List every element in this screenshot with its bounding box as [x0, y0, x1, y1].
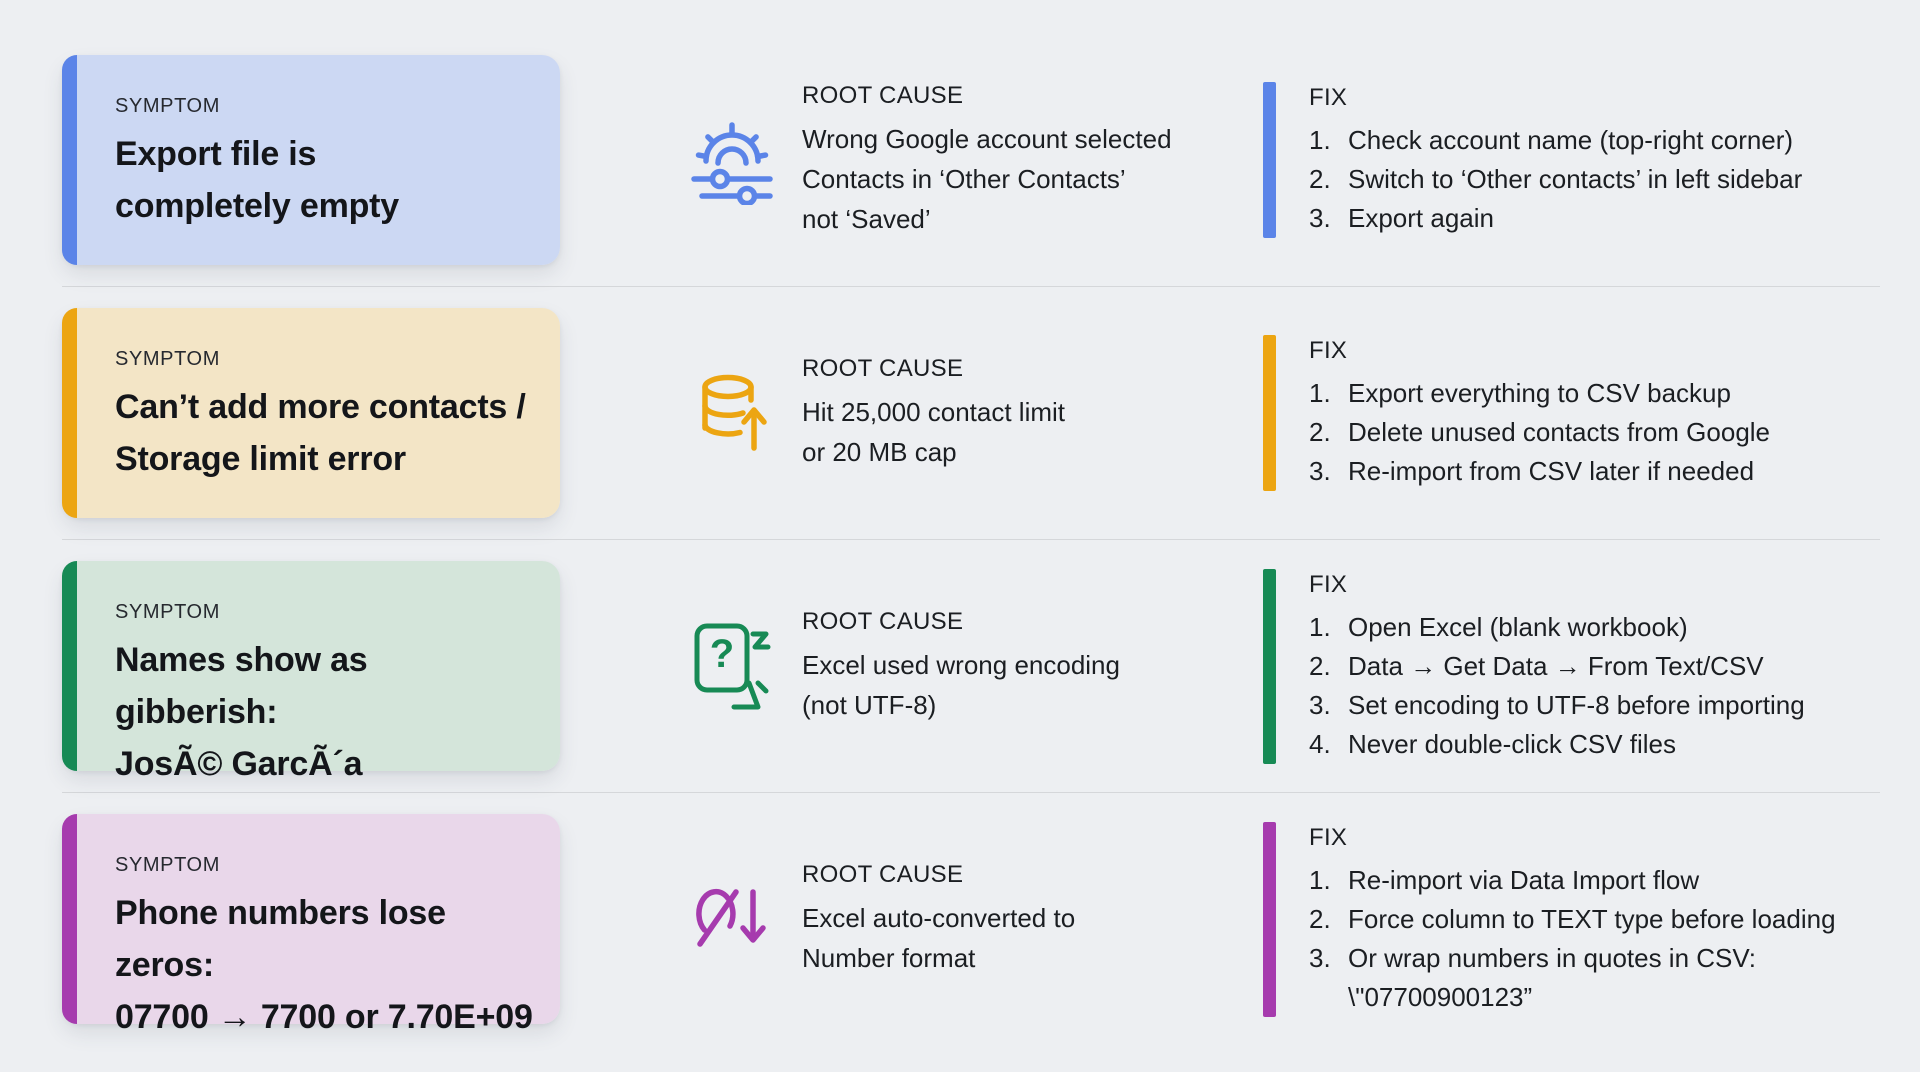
fix-block: FIX Check account name (top-right corner…	[1263, 82, 1880, 238]
root-cause-label: ROOT CAUSE	[802, 860, 964, 888]
fix-accent-bar	[1263, 82, 1276, 238]
symptom-accent-bar	[62, 55, 77, 265]
root-cause-block: ? ROOT CAUSE Excel used wrong encoding (…	[690, 608, 1263, 725]
fix-accent-bar	[1263, 568, 1276, 764]
symptom-label: SYMPTOM	[115, 854, 220, 876]
root-cause-label: ROOT CAUSE	[802, 81, 964, 109]
root-cause-text: Excel auto-converted to Number format	[802, 902, 1076, 973]
root-cause-block: ROOT CAUSE Excel auto-converted to Numbe…	[690, 861, 1263, 978]
fix-label: FIX	[1309, 84, 1348, 111]
fix-step: Export again	[1309, 199, 1494, 238]
row-gibberish-names: SYMPTOM Names show as gibberish: JosÃ© G…	[62, 561, 1880, 783]
symptom-label: SYMPTOM	[115, 95, 220, 117]
fix-step: Force column to TEXT type before loading	[1309, 900, 1836, 939]
symptom-title: Names show as gibberish: JosÃ© GarcÃ´a	[115, 641, 368, 783]
row-divider	[62, 539, 1880, 540]
root-cause-label: ROOT CAUSE	[802, 607, 964, 635]
root-cause-block: ROOT CAUSE Wrong Google account selected…	[690, 82, 1263, 239]
row-divider	[62, 792, 1880, 793]
fix-step: Re-import via Data Import flow	[1309, 861, 1700, 900]
symptom-label: SYMPTOM	[115, 348, 220, 370]
symptom-card: SYMPTOM Names show as gibberish: JosÃ© G…	[62, 561, 560, 783]
symptom-accent-bar	[62, 814, 77, 1024]
symptom-title: Can’t add more contacts / Storage limit …	[115, 388, 526, 478]
row-export-empty: SYMPTOM Export file is completely empty	[62, 55, 1880, 265]
row-storage-limit: SYMPTOM Can’t add more contacts / Storag…	[62, 308, 1880, 518]
fix-step: Check account name (top-right corner)	[1309, 121, 1794, 160]
fix-step: Re-import from CSV later if needed	[1309, 452, 1755, 491]
symptom-accent-bar	[62, 561, 77, 771]
fix-label: FIX	[1309, 823, 1348, 851]
fix-label: FIX	[1309, 337, 1348, 364]
fix-step: Export everything to CSV backup	[1309, 374, 1731, 413]
symptom-label: SYMPTOM	[115, 601, 220, 623]
symptom-card: SYMPTOM Export file is completely empty	[62, 55, 560, 265]
zero-slash-down-arrow-icon	[690, 874, 774, 964]
settings-gear-sliders-icon	[690, 115, 774, 205]
fix-label: FIX	[1309, 570, 1348, 598]
fix-step: Open Excel (blank workbook)	[1309, 608, 1688, 647]
row-lost-zeros: SYMPTOM Phone numbers lose zeros: 07700 …	[62, 814, 1880, 1036]
symptom-title: Phone numbers lose zeros: 07700 → 7700 o…	[115, 894, 533, 1036]
fix-step: Or wrap numbers in quotes in CSV: \"0770…	[1309, 939, 1756, 1012]
symptom-card: SYMPTOM Phone numbers lose zeros: 07700 …	[62, 814, 560, 1036]
fix-step: Data → Get Data → From Text/CSV	[1309, 647, 1764, 686]
root-cause-text: Hit 25,000 contact limit or 20 MB cap	[802, 396, 1066, 467]
fix-steps-list: Open Excel (blank workbook)Data → Get Da…	[1309, 608, 1805, 764]
fix-accent-bar	[1263, 821, 1276, 1017]
symptom-accent-bar	[62, 308, 77, 518]
svg-text:?: ?	[710, 632, 734, 676]
database-up-arrow-icon	[690, 368, 774, 458]
unknown-character-encoding-icon: ?	[690, 621, 774, 711]
root-cause-block: ROOT CAUSE Hit 25,000 contact limit or 2…	[690, 355, 1263, 472]
root-cause-text: Excel used wrong encoding (not UTF-8)	[802, 649, 1120, 720]
fix-step: Delete unused contacts from Google	[1309, 413, 1771, 452]
symptom-card: SYMPTOM Can’t add more contacts / Storag…	[62, 308, 560, 518]
fix-step: Set encoding to UTF-8 before importing	[1309, 686, 1805, 725]
row-divider	[62, 286, 1880, 287]
root-cause-label: ROOT CAUSE	[802, 354, 964, 382]
fix-block: FIX Open Excel (blank workbook)Data → Ge…	[1263, 568, 1880, 764]
fix-accent-bar	[1263, 335, 1276, 491]
fix-step: Switch to ‘Other contacts’ in left sideb…	[1309, 160, 1803, 199]
symptom-title: Export file is completely empty	[115, 135, 400, 225]
fix-step: Never double-click CSV files	[1309, 725, 1677, 764]
root-cause-text: Wrong Google account selected Contacts i…	[802, 123, 1172, 234]
fix-steps-list: Check account name (top-right corner)Swi…	[1309, 121, 1802, 238]
